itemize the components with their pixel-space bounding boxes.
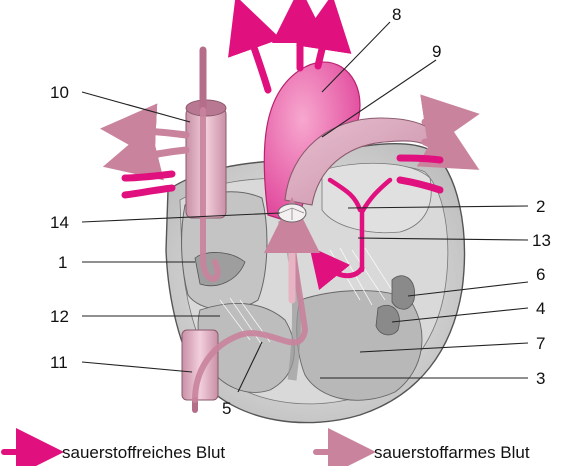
label-13: 13 [532, 231, 551, 250]
aorta-branch-left [245, 22, 268, 90]
papillary-muscle-upper [392, 276, 415, 310]
inferior-vena-cava [182, 330, 218, 400]
label-8: 8 [392, 5, 401, 24]
pulmonary-artery-left-lower [130, 150, 186, 160]
pulmonary-artery-left-upper [128, 130, 186, 135]
label-1: 1 [58, 253, 67, 272]
papillary-muscle-lower [376, 305, 399, 335]
label-5: 5 [222, 399, 231, 418]
pulmonary-vein-right-upper [400, 158, 440, 160]
label-14: 14 [50, 213, 69, 232]
label-3: 3 [536, 369, 545, 388]
left-atrium [322, 163, 431, 232]
label-2: 2 [536, 197, 545, 216]
legend-oxygen-rich-label: sauerstoffreiches Blut [62, 443, 225, 462]
label-9: 9 [432, 42, 441, 61]
legend-oxygen-poor-label: sauerstoffarmes Blut [374, 443, 530, 462]
label-12: 12 [50, 307, 69, 326]
pulmonary-vein-left-lower [125, 188, 172, 195]
label-10: 10 [50, 83, 69, 102]
label-4: 4 [536, 299, 545, 318]
aorta-branch-right [318, 22, 328, 66]
label-11: 11 [50, 353, 68, 372]
label-7: 7 [536, 334, 545, 353]
legend: sauerstoffreiches Blut sauerstoffarmes B… [4, 443, 530, 462]
pulmonary-artery-right-upper [425, 118, 452, 122]
label-6: 6 [536, 265, 545, 284]
pulmonary-vein-left-upper [125, 174, 172, 178]
